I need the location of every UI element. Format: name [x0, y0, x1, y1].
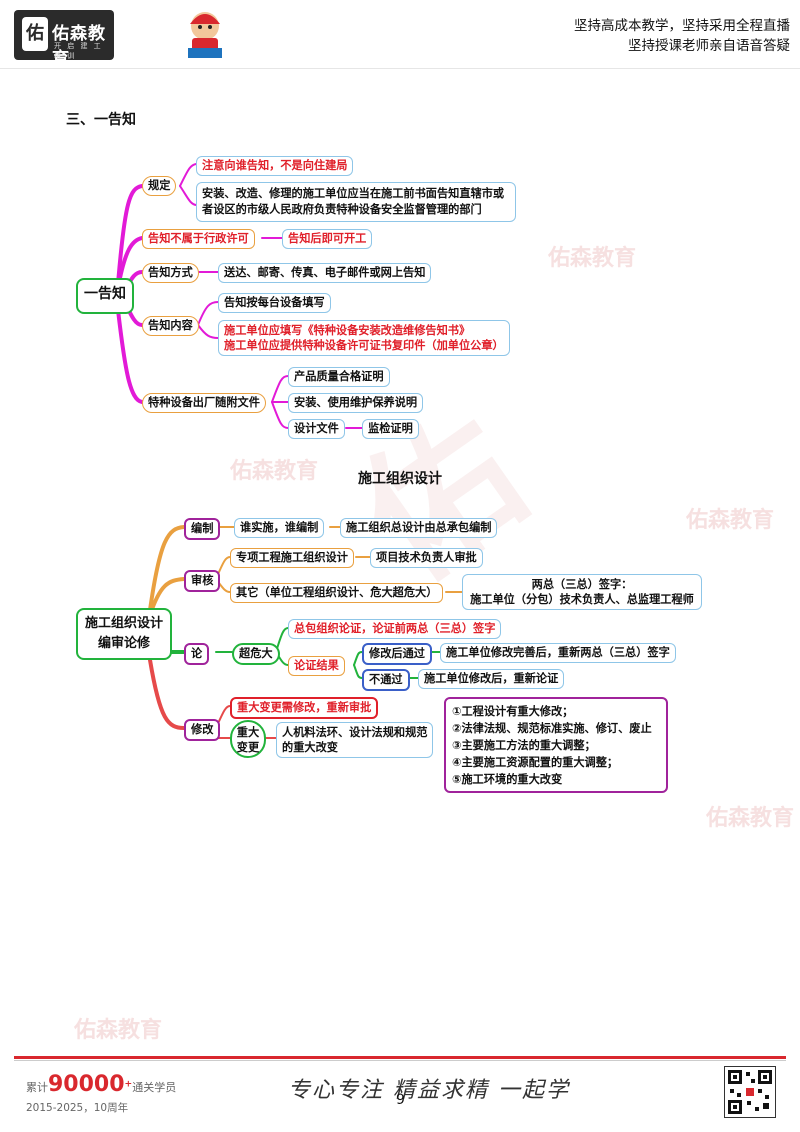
node-pass: 修改后通过 — [362, 643, 432, 665]
anniversary-text: 2015-2025，10周年 — [26, 1102, 129, 1114]
node-fail-a: 施工单位修改后，重新论证 — [418, 669, 565, 689]
logo-text: 佑森教育 — [52, 24, 106, 69]
major-a-line-1: 人机料法环、设计法规和规范 — [282, 726, 428, 739]
node-guiding: 规定 — [142, 176, 177, 196]
content-note-2-line-1: 施工单位应填写《特种设备安装改造维修告知书》 — [224, 324, 471, 337]
count-prefix: 累计 — [26, 1081, 48, 1094]
logo-mark: 佑 — [22, 17, 48, 51]
logo-subtitle: 开 启 建 工 培 训 — [54, 42, 103, 60]
section-title: 三、一告知 — [66, 112, 136, 128]
mascot-icon — [188, 12, 222, 58]
major-change-list: ①工程设计有重大修改； ②法律法规、规范标准实施、修订、废止 ③主要施工方法的重… — [444, 697, 668, 793]
header-divider — [0, 68, 800, 69]
node-guiding-note-red: 注意向谁告知，不是向住建局 — [196, 156, 354, 176]
node-content-note-2: 施工单位应填写《特种设备安装改造维修告知书》 施工单位应提供特种设备许可证书复印… — [218, 320, 510, 356]
node-major-a: 人机料法环、设计法规和规范 的重大改变 — [276, 722, 434, 758]
footer-divider — [14, 1056, 786, 1059]
student-count: 累计90000+通关学员 — [26, 1072, 176, 1097]
node-docs: 特种设备出厂随附文件 — [142, 393, 266, 413]
node-modify: 修改 — [184, 719, 221, 741]
root-line-2: 编审论修 — [97, 636, 150, 651]
node-compile: 编制 — [184, 518, 221, 540]
node-method-note: 送达、邮寄、传真、电子邮件或网上告知 — [218, 263, 432, 283]
count-number: 90000 — [48, 1072, 125, 1097]
watermark: 佑森教育 — [548, 246, 637, 271]
node-super: 超危大 — [232, 643, 280, 665]
node-docs-item-1: 产品质量合格证明 — [288, 367, 390, 387]
node-review-special-a: 项目技术负责人审批 — [370, 548, 483, 568]
count-suffix: 通关学员 — [132, 1081, 177, 1094]
page-number: 9 — [396, 1092, 405, 1108]
node-docs-item-3-note: 监检证明 — [362, 419, 419, 439]
node-method: 告知方式 — [142, 263, 199, 283]
node-major: 重大 变更 — [230, 720, 266, 758]
node-fail: 不通过 — [362, 669, 410, 691]
slogan-line-1: 坚持高成本教学，坚持采用全程直播 — [574, 18, 790, 34]
node-argue: 论 — [184, 643, 210, 665]
review-other-a-line-1: 两总（三总）签字： — [531, 578, 633, 591]
count-plus: + — [124, 1078, 133, 1090]
watermark: 佑森教育 — [686, 508, 775, 533]
list-item: ②法律法规、规范标准实施、修订、废止 — [452, 722, 652, 735]
node-not-permit-note: 告知后即可开工 — [282, 229, 373, 249]
review-other-a-line-2: 施工单位（分包）技术负责人、总监理工程师 — [470, 593, 694, 606]
node-review: 审核 — [184, 570, 221, 592]
slogan-line-2: 坚持授课老师亲自语音答疑 — [628, 38, 790, 54]
list-item: ①工程设计有重大修改； — [452, 705, 574, 718]
qr-code-icon — [724, 1066, 776, 1118]
watermark: 佑森教育 — [706, 806, 795, 831]
node-guiding-note: 安装、改造、修理的施工单位应当在施工前书面告知直辖市或者设区的市级人民政府负责特… — [196, 182, 516, 222]
list-item: ③主要施工方法的重大调整； — [452, 739, 596, 752]
node-content-note-1: 告知按每台设备填写 — [218, 293, 331, 313]
node-review-other: 其它（单位工程组织设计、危大超危大） — [230, 583, 444, 603]
node-super-red: 总包组织论证，论证前两总（三总）签字 — [288, 619, 502, 639]
node-review-other-a: 两总（三总）签字： 施工单位（分包）技术负责人、总监理工程师 — [462, 574, 702, 610]
watermark: 佑森教育 — [230, 459, 319, 484]
node-docs-item-2: 安装、使用维护保养说明 — [288, 393, 424, 413]
list-item: ⑤施工环境的重大改变 — [452, 773, 563, 786]
node-content: 告知内容 — [142, 316, 199, 336]
major-a-line-2: 的重大改变 — [282, 741, 338, 754]
mindmap-root: 施工组织设计 编审论修 — [76, 608, 172, 660]
node-review-special: 专项工程施工组织设计 — [230, 548, 354, 568]
mindmap-root: 一告知 — [76, 278, 134, 314]
major-line-1: 重大 — [236, 726, 260, 739]
node-not-permit: 告知不属于行政许可 — [142, 229, 255, 249]
content-note-2-line-2: 施工单位应提供特种设备许可证书复印件（加单位公章） — [224, 339, 504, 352]
handwritten-motto: 专心专注 精益求精 一起学 — [288, 1078, 570, 1103]
major-line-2: 变更 — [236, 741, 260, 754]
footer-divider-thin — [14, 1060, 786, 1061]
node-compile-q: 谁实施，谁编制 — [234, 518, 325, 538]
node-pass-a: 施工单位修改完善后，重新两总（三总）签字 — [440, 643, 676, 663]
list-item: ④主要施工资源配置的重大调整； — [452, 756, 619, 769]
brand-logo: 佑 佑森教育 开 启 建 工 培 训 — [14, 10, 114, 69]
section-title: 施工组织设计 — [358, 471, 442, 487]
watermark: 佑森教育 — [74, 1018, 163, 1043]
node-result: 论证结果 — [288, 656, 345, 676]
node-modify-red: 重大变更需修改，重新审批 — [230, 697, 379, 719]
root-line-1: 施工组织设计 — [84, 616, 163, 631]
node-docs-item-3: 设计文件 — [288, 419, 345, 439]
node-compile-a: 施工组织总设计由总承包编制 — [340, 518, 498, 538]
